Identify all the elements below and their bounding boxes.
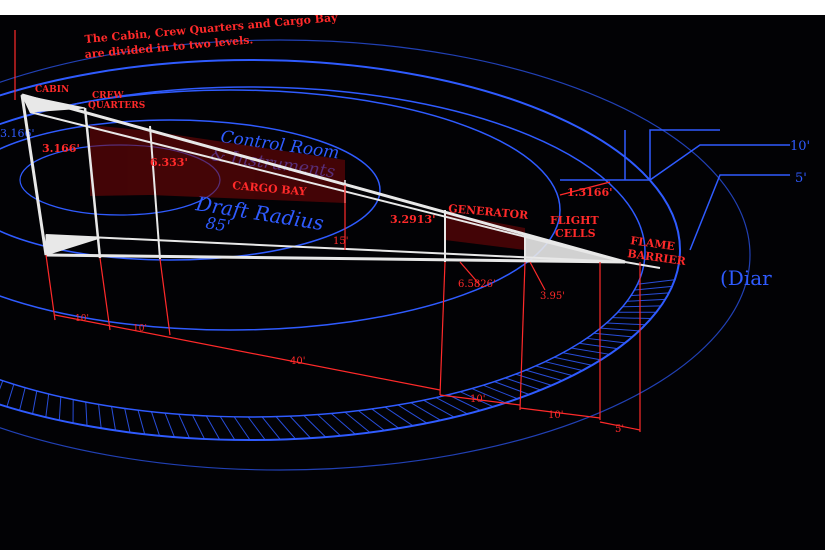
right-bracket-lines	[560, 129, 790, 251]
hatch-line	[423, 399, 455, 418]
hatch-line	[331, 413, 356, 435]
hatch-line	[0, 380, 4, 390]
hatch-line	[384, 406, 414, 427]
hatch-line	[535, 365, 573, 377]
hatch-line	[600, 327, 640, 332]
hatch-line	[19, 387, 26, 411]
hatch-line	[358, 410, 385, 431]
outer-ring-inner	[0, 86, 646, 418]
hatch-line	[164, 412, 175, 438]
crew-label-2: QUARTERS	[88, 101, 145, 111]
hatch-line	[562, 352, 601, 361]
hatch-line	[435, 397, 468, 415]
dim-top: 1.3166'	[567, 186, 612, 199]
hatch-line	[504, 377, 541, 391]
hatch-line	[32, 390, 38, 415]
crew-label-1: CREW	[92, 91, 125, 101]
cargo-label: CARGO BAY	[232, 179, 307, 198]
flame-label-1: FLAME	[630, 234, 676, 253]
inner-ring	[0, 119, 381, 261]
hatch-line	[371, 408, 400, 429]
hatch-line	[579, 342, 618, 350]
hatch-line	[303, 415, 326, 438]
hatch-line	[219, 416, 236, 441]
dim-5: 5'	[615, 424, 624, 435]
radius-value-label: 85'	[204, 213, 231, 236]
middle-ring	[0, 89, 561, 331]
hatch-line	[317, 414, 341, 437]
dim-15: 15'	[333, 236, 348, 247]
dim-right-10: 10'	[790, 139, 810, 154]
flame-label-2: BARRIER	[627, 247, 688, 268]
hatch-line	[471, 388, 506, 404]
hatch-line	[124, 408, 131, 433]
dim-40: 40'	[290, 356, 305, 367]
hatch-line	[151, 411, 160, 436]
hatch-line	[494, 381, 530, 395]
dim-crew: 6.333'	[150, 156, 188, 169]
hatch-line	[98, 404, 102, 429]
flight-label-2: CELLS	[555, 227, 596, 240]
dimension-labels: 3.166' 6.333' 3.2913' 1.3166' 6.5826' 3.…	[42, 142, 624, 435]
hatch-line	[58, 396, 62, 421]
hatch-line	[525, 369, 563, 382]
hatch-line	[85, 402, 88, 426]
dim-10-c: 10'	[470, 394, 485, 405]
hatch-line	[45, 393, 50, 418]
hatch-line	[111, 406, 117, 431]
hatch-line	[233, 416, 251, 441]
dim-generator: 6.5826'	[458, 279, 496, 290]
dim-10-d: 10'	[548, 410, 563, 421]
hatch-line	[247, 416, 266, 441]
hatch-line	[178, 414, 190, 439]
hatch-line	[397, 404, 428, 424]
hatch-line	[554, 356, 592, 366]
hatch-line	[544, 361, 583, 372]
dim-cabin: 3.166'	[42, 142, 80, 155]
hatch-line	[6, 384, 15, 407]
hatch-line	[634, 285, 673, 291]
dim-10-b: 10'	[133, 324, 147, 334]
hatch-line	[192, 415, 205, 440]
hatch-line	[612, 317, 652, 320]
hatch-line	[630, 292, 669, 297]
dim-right-5: 5'	[795, 171, 807, 186]
ring-hatching	[0, 279, 675, 441]
hatch-line	[344, 411, 371, 433]
diameter-label: (Diar	[720, 266, 772, 290]
ship-cross-section	[20, 93, 661, 269]
hatch-line	[261, 416, 281, 440]
note-block: The Cabin, Crew Quarters and Cargo Bay a…	[84, 15, 338, 61]
hatch-line	[289, 415, 311, 439]
hatch-line	[275, 416, 296, 440]
hatch-line	[410, 402, 441, 421]
hatch-line	[626, 298, 666, 302]
dim-flight: 3.95'	[540, 291, 565, 302]
hatch-line	[205, 415, 221, 440]
hatch-line	[586, 337, 626, 344]
dim-cargo: 3.2913'	[390, 213, 435, 226]
hatch-line	[606, 322, 646, 326]
far-ring	[0, 39, 751, 471]
flight-label-1: FLIGHT	[550, 214, 599, 227]
hatch-line	[571, 347, 610, 355]
top-border-strip	[0, 0, 825, 15]
hatch-line	[483, 384, 518, 400]
hatch-line	[447, 394, 481, 411]
hatch-line	[622, 305, 662, 308]
dim-10-a: 10'	[75, 314, 89, 324]
red-dimension-lines	[14, 30, 641, 432]
cabin-label: CABIN	[35, 85, 69, 95]
hatch-line	[637, 279, 675, 285]
hatch-line	[137, 410, 146, 435]
